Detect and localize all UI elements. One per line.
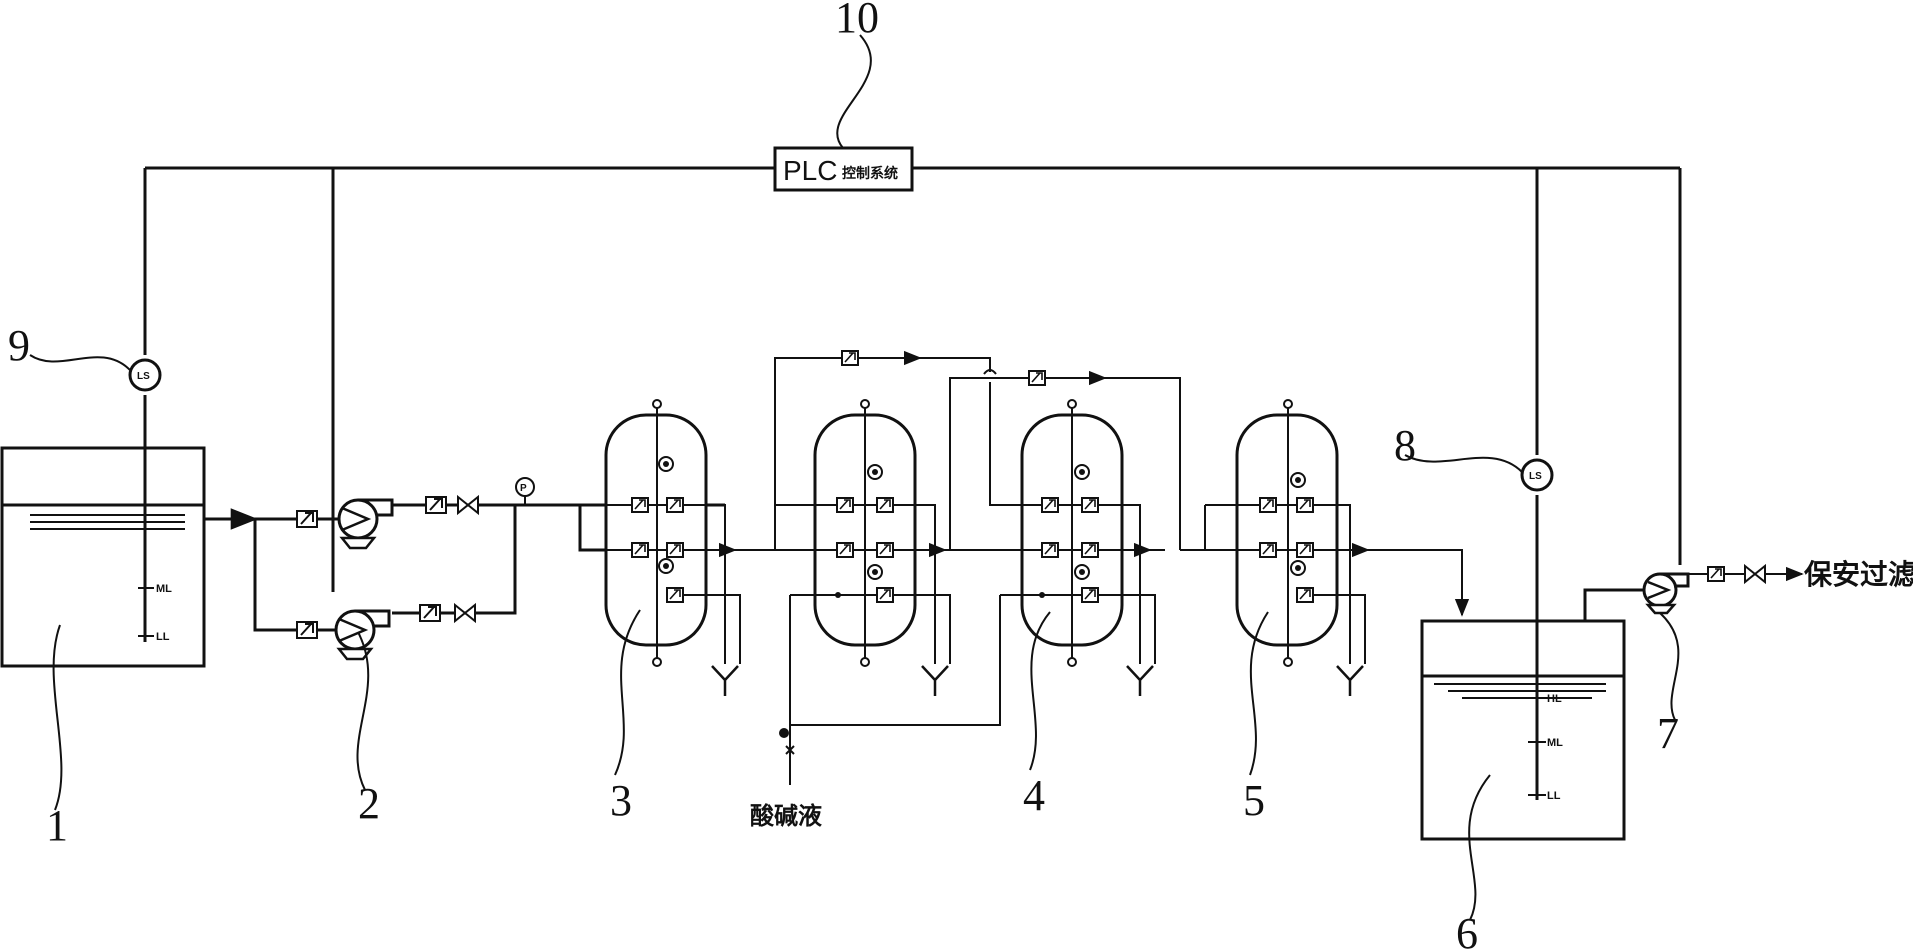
svg-text:ML: ML xyxy=(1547,737,1563,749)
svg-text:LS: LS xyxy=(1529,471,1542,482)
booster-pump xyxy=(1583,572,1690,621)
label-2: 2 xyxy=(358,779,380,828)
plc-control-box: PLC 控制系统 xyxy=(773,146,914,192)
svg-text:P: P xyxy=(520,483,527,494)
pump-lower xyxy=(334,609,391,661)
security-filter-label: 保安过滤器 xyxy=(1804,558,1913,591)
pump-upper xyxy=(337,498,394,550)
svg-text:LL: LL xyxy=(156,631,170,643)
label-1: 1 xyxy=(46,801,68,850)
product-tank: HL ML LL xyxy=(1420,619,1626,841)
label-9: 9 xyxy=(8,321,30,370)
chemical-feed-label: 酸碱液 xyxy=(750,802,822,830)
raw-water-tank: ML LL xyxy=(0,446,206,668)
vessel-4 xyxy=(960,399,1165,667)
svg-text:LS: LS xyxy=(137,371,150,382)
svg-text:HL: HL xyxy=(1547,693,1562,705)
vessel-5 xyxy=(1180,399,1370,667)
label-6: 6 xyxy=(1456,909,1478,949)
label-8: 8 xyxy=(1394,421,1416,470)
plc-sublabel: 控制系统 xyxy=(842,165,898,182)
interconnect-piping xyxy=(725,350,1470,617)
svg-text:ML: ML xyxy=(156,583,172,595)
callouts: 1 2 3 4 5 6 7 8 9 10 xyxy=(8,0,1680,949)
svg-text:LL: LL xyxy=(1547,790,1561,802)
label-4: 4 xyxy=(1023,771,1045,820)
label-3: 3 xyxy=(610,776,632,825)
label-7: 7 xyxy=(1657,709,1679,758)
vessel-3 xyxy=(580,399,755,667)
chemical-feed-line: 酸碱液 xyxy=(750,595,1001,830)
pressure-gauge: P xyxy=(515,477,535,505)
level-switch-8: LS xyxy=(1520,458,1554,492)
level-switch-9: LS xyxy=(128,358,162,392)
label-10: 10 xyxy=(835,0,879,42)
label-5: 5 xyxy=(1243,776,1265,825)
plc-label: PLC xyxy=(783,155,837,186)
plc-signal-lines xyxy=(143,166,1682,800)
